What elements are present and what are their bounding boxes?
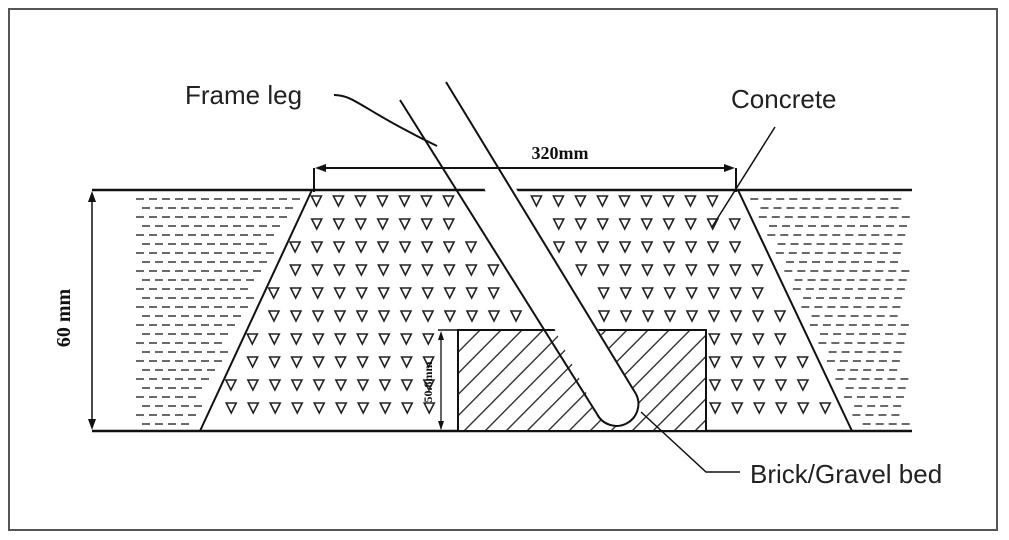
concrete-fill (224, 195, 832, 415)
frame-leg-leader (333, 94, 438, 147)
brick-gravel-bed-label: Brick/Gravel bed (750, 459, 943, 489)
bed-leader (640, 411, 740, 473)
soil-hatching-right (750, 198, 910, 425)
top-width-dimension: 320mm (313, 143, 737, 192)
depth-label: 60 mm (53, 289, 75, 348)
trapezoid-left-edge (199, 189, 313, 432)
depth-dimension: 60 mm (53, 191, 96, 430)
bed-height-dimension: 50.8mm (421, 331, 444, 430)
trapezoid-right-edge (737, 189, 853, 432)
top-width-label: 320mm (532, 143, 589, 163)
concrete-label: Concrete (731, 84, 837, 114)
frame-leg (399, 81, 640, 427)
concrete-leader (711, 126, 776, 228)
bed-height-label: 50.8mm (421, 362, 435, 403)
soil-hatching-left (136, 198, 300, 425)
frame-leg-label: Frame leg (185, 80, 303, 110)
figure-border (8, 8, 998, 531)
